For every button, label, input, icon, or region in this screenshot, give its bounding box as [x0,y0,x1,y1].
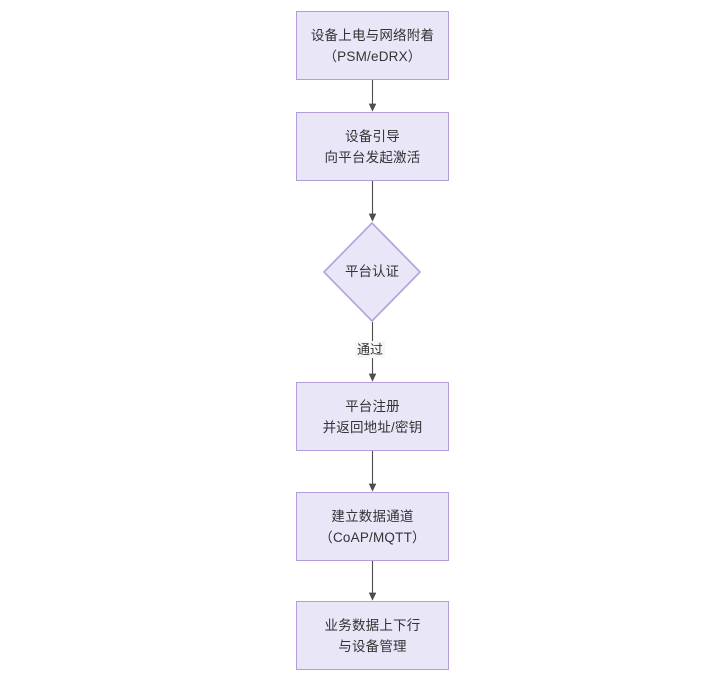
node-label: 设备上电与网络附着 （PSM/eDRX） [310,27,435,64]
node-label: 设备引导 向平台发起激活 [324,128,421,165]
node-label: 平台注册 并返回地址/密钥 [322,398,423,435]
diamond-icon [323,222,421,322]
node-platform-authentication[interactable]: 平台认证 [323,222,421,322]
node-device-bootstrap[interactable]: 设备引导 向平台发起激活 [296,112,449,181]
node-device-power-on[interactable]: 设备上电与网络附着 （PSM/eDRX） [296,11,449,80]
node-label: 业务数据上下行 与设备管理 [324,617,421,654]
node-establish-data-channel[interactable]: 建立数据通道 （CoAP/MQTT） [296,492,449,561]
node-business-data-and-device-management[interactable]: 业务数据上下行 与设备管理 [296,601,449,670]
node-platform-registration[interactable]: 平台注册 并返回地址/密钥 [296,382,449,451]
node-label: 建立数据通道 （CoAP/MQTT） [319,508,426,545]
node-label: 平台认证 [345,264,399,279]
edge-label-pass: 通过 [355,341,386,358]
